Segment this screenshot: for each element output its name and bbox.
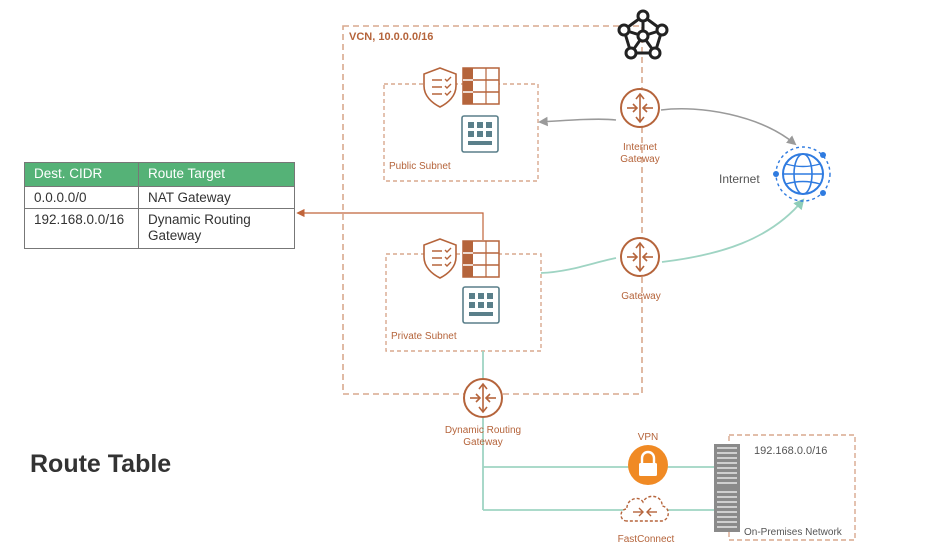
private-instance-icon [462,286,500,324]
public-instance-icon [461,115,499,153]
globe-icon [773,146,831,202]
internet-label: Internet [719,172,760,186]
nat-to-internet-line [661,198,805,263]
drg-label-line2: Gateway [463,437,502,448]
public-subnet-box [383,83,539,182]
public-security-list-icon [423,67,457,108]
vcn-boundary [342,25,643,395]
on-prem-cidr-label: 192.168.0.0/16 [754,445,827,457]
vcn-label: VCN, 10.0.0.0/16 [349,31,433,43]
route-table-header-dest-cidr: Dest. CIDR [24,162,139,187]
public-route-table-icon [462,67,500,105]
route-table-pointer-arrow [296,208,484,240]
public-subnet-label: Public Subnet [389,161,451,172]
internet-gateway-label-line2: Gateway [620,154,659,165]
on-prem-network-label: On-Premises Network [744,527,843,538]
server-rack-icon-lower [713,487,741,533]
table-row: 192.168.0.0/16 Dynamic Routing Gateway [24,208,295,249]
route-target: Dynamic Routing Gateway [138,208,295,249]
route-table-header-route-target: Route Target [138,162,295,187]
internet-gateway-label-line1: Internet [623,142,657,153]
private-subnet-label: Private Subnet [391,331,457,342]
internet-gateway-router-icon [620,88,660,128]
vpn-label: VPN [638,432,659,443]
route-table: Dest. CIDR Route Target 0.0.0.0/0 NAT Ga… [24,162,295,249]
server-rack-icon-upper [713,443,741,489]
service-network-icon [617,9,669,60]
private-security-list-icon [423,238,457,279]
fastconnect-label: FastConnect [618,534,675,545]
private-subnet-to-nat-line [540,257,617,274]
route-dest-cidr: 192.168.0.0/16 [24,208,139,249]
nat-gateway-label: Gateway [621,291,660,302]
route-table-title: Route Table [30,450,171,478]
lock-icon [628,445,668,485]
igw-to-public-subnet-line [538,116,617,127]
route-table-header-row: Dest. CIDR Route Target [24,162,295,187]
route-dest-cidr: 0.0.0.0/0 [24,186,139,209]
igw-to-internet-line [660,107,797,146]
nat-gateway-router-icon [620,237,660,277]
drg-label-line1: Dynamic Routing [445,425,521,436]
drg-router-icon [463,378,503,418]
private-route-table-icon [462,240,500,278]
route-target: NAT Gateway [138,186,295,209]
table-row: 0.0.0.0/0 NAT Gateway [24,186,295,209]
cloud-icon [620,495,669,522]
